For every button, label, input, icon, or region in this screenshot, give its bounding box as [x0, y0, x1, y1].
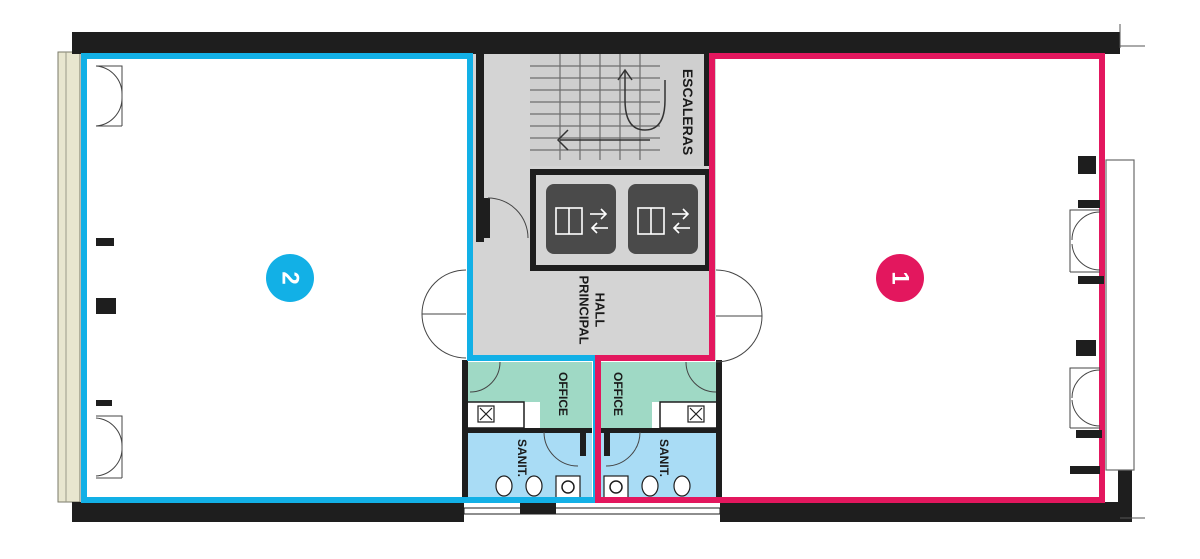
bottom-wall-right	[720, 502, 1132, 522]
hall-label-line2: PRINCIPAL	[577, 275, 592, 344]
elevator-2	[628, 184, 698, 254]
room-2-badge	[266, 254, 314, 302]
top-wall	[72, 32, 1120, 54]
room-1-outline	[595, 53, 1105, 503]
stairs-area	[530, 54, 706, 166]
stairs-label: ESCALERAS	[680, 69, 696, 155]
right-facade	[1105, 159, 1135, 471]
office-right-label: OFFICE	[611, 372, 625, 416]
left-facade	[57, 51, 81, 503]
bottom-wall-left	[72, 502, 464, 522]
room-1-number: 1	[887, 271, 914, 284]
elevator-1	[546, 184, 616, 254]
room-2-number: 2	[277, 271, 304, 284]
office-left-label: OFFICE	[556, 372, 570, 416]
room-1-badge	[876, 254, 924, 302]
hall-label-line1: HALL	[593, 293, 608, 328]
sanitary-right-label: SANIT.	[657, 439, 671, 477]
sanitary-left-label: SANIT.	[515, 439, 529, 477]
